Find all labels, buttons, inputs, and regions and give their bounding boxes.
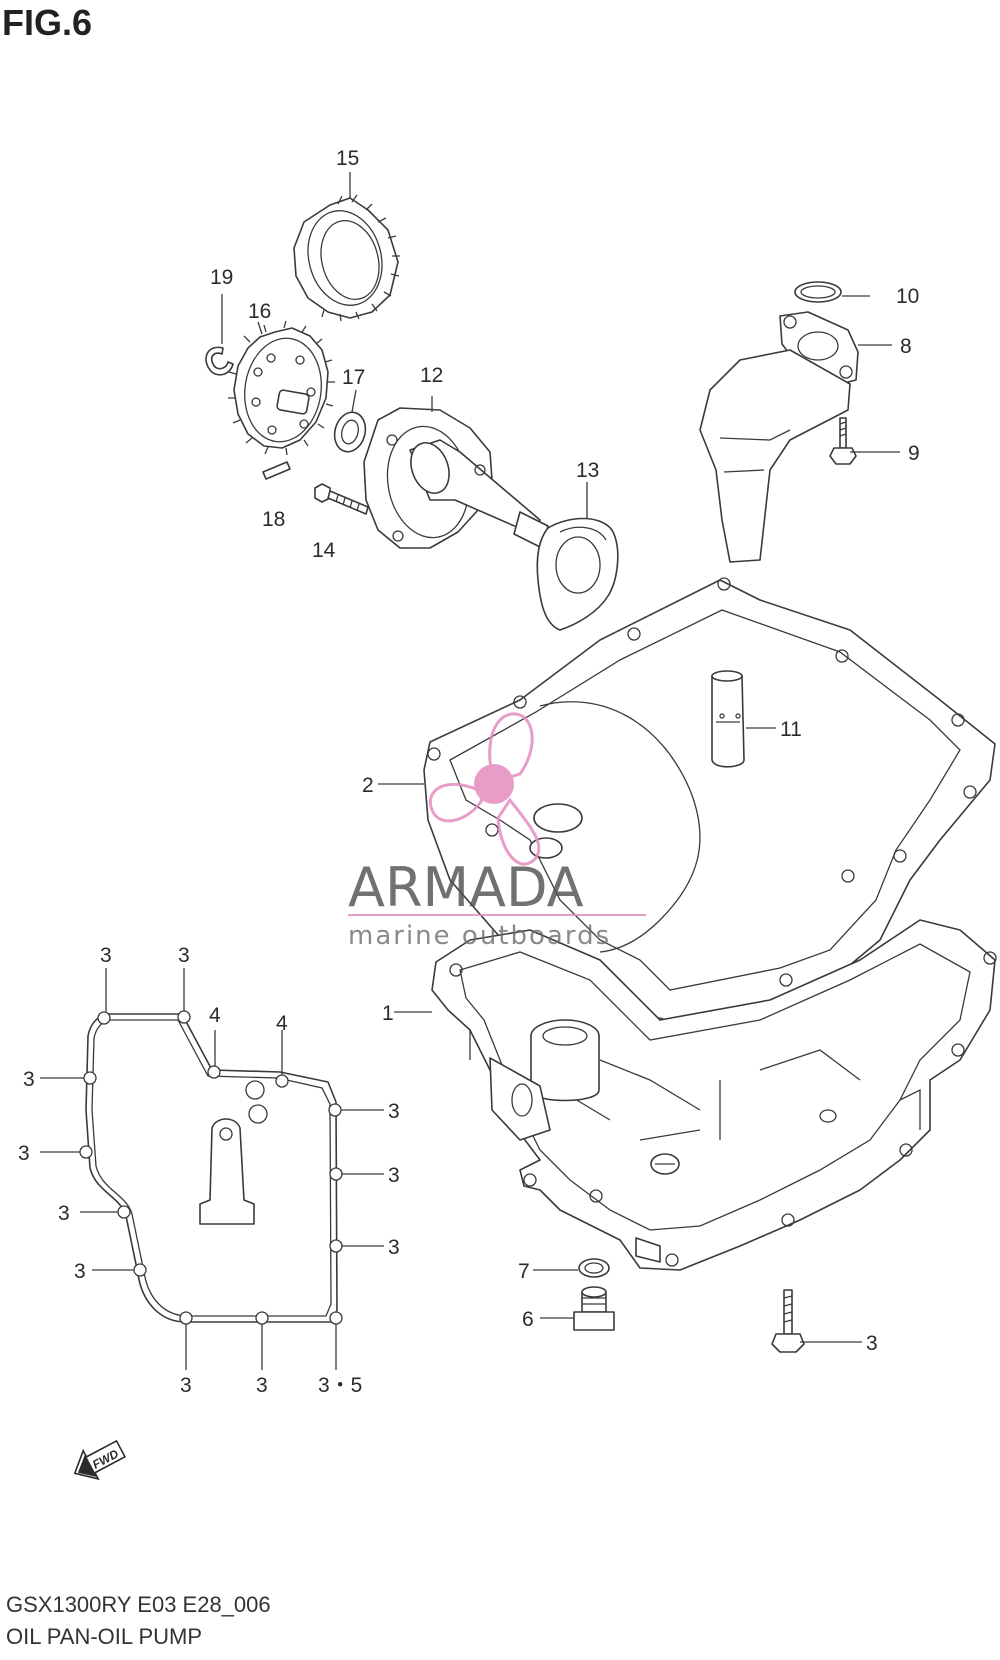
part-12-oil-pump — [363, 407, 549, 549]
part-9-bolt — [829, 417, 857, 465]
figure-caption: OIL PAN-OIL PUMP — [6, 1624, 203, 1649]
callout-19: 19 — [210, 266, 233, 289]
part-1-oil-pan — [431, 919, 997, 1271]
callout-15: 15 — [336, 147, 359, 170]
callout-17: 17 — [342, 366, 365, 389]
propeller-icon — [428, 712, 541, 866]
callout-7: 7 — [518, 1260, 530, 1283]
callout-16: 16 — [248, 300, 271, 323]
callout-3-j: 3 — [180, 1374, 192, 1397]
callout-3-i: 3 — [388, 1236, 400, 1259]
callout-6: 6 — [522, 1308, 534, 1331]
callout-3-h: 3 — [388, 1164, 400, 1187]
callout-3-f: 3 — [74, 1260, 86, 1283]
callout-3-b: 3 — [178, 944, 190, 967]
forward-arrow-icon: FWD — [73, 1439, 127, 1481]
callout-12: 12 — [420, 364, 443, 387]
callout-3-g: 3 — [388, 1100, 400, 1123]
part-6-drain-plug — [573, 1286, 615, 1331]
callout-3-e: 3 — [58, 1202, 70, 1225]
callout-13: 13 — [576, 459, 599, 482]
part-19-circlip — [205, 346, 234, 376]
callout-3-a: 3 — [100, 944, 112, 967]
callout-11: 11 — [780, 718, 802, 741]
callout-1: 1 — [382, 1002, 394, 1025]
callout-10: 10 — [896, 285, 919, 308]
watermark-tagline: marine outboards — [348, 921, 611, 951]
part-11-dowel — [711, 670, 745, 768]
callout-9: 9 — [908, 442, 920, 465]
callout-2: 2 — [362, 774, 374, 797]
leader-lines — [40, 172, 900, 1370]
callout-labels: 15 19 16 17 12 18 14 13 10 8 9 11 2 1 7 … — [18, 147, 920, 1397]
model-code: GSX1300RY E03 E28_006 — [6, 1592, 271, 1617]
part-8-oil-strainer — [699, 311, 859, 563]
callout-8: 8 — [900, 335, 912, 358]
callout-4-b: 4 — [276, 1012, 288, 1035]
callout-3-k: 3 — [256, 1374, 268, 1397]
part-15-gear-ring — [293, 194, 400, 322]
watermark: ARMADA marine outboards — [348, 712, 646, 951]
callout-14: 14 — [312, 539, 336, 562]
oil-pan-gasket-plan-view — [79, 1010, 343, 1325]
figure-title: FIG.6 — [2, 2, 93, 43]
part-17-washer — [333, 411, 367, 453]
callout-3-c: 3 — [23, 1068, 35, 1091]
callout-3-lower-bolt: 3 — [866, 1332, 878, 1355]
callout-3-d: 3 — [18, 1142, 30, 1165]
part-2-oil-pan-gasket — [423, 577, 996, 1033]
part-3-bolt — [771, 1289, 805, 1353]
watermark-brand: ARMADA — [348, 856, 584, 919]
part-7-drain-gasket — [578, 1258, 610, 1278]
callout-18: 18 — [262, 508, 285, 531]
part-14-bolt — [314, 483, 369, 515]
callout-4-a: 4 — [209, 1004, 221, 1027]
part-13-pump-gasket — [536, 517, 619, 631]
part-10-o-ring — [794, 281, 842, 303]
part-18-pin — [262, 461, 291, 480]
part-16-sprocket — [228, 320, 335, 456]
callout-3-5: 3・5 — [318, 1374, 362, 1397]
